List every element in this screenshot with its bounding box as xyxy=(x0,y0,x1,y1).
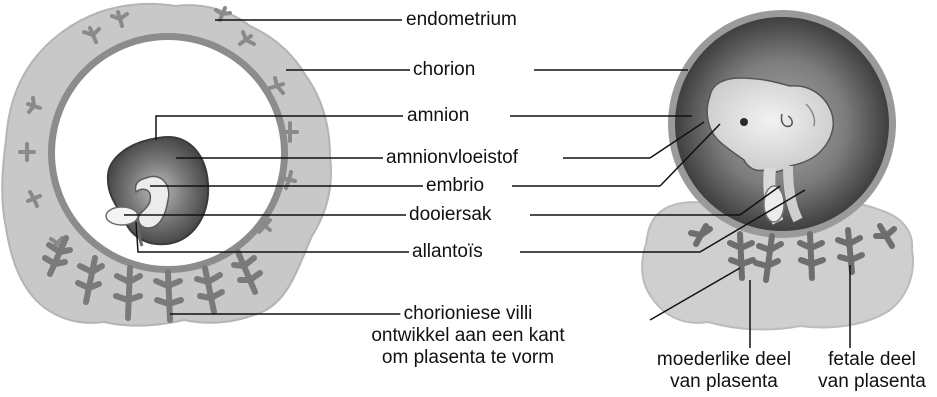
left-yolk-sac xyxy=(106,207,138,225)
label-chorionic-villi-line-2: ontwikkel aan een kant xyxy=(371,325,564,347)
label-fetal-part-line-2: van plasenta xyxy=(818,371,926,393)
left-embryo-figure xyxy=(2,4,331,326)
label-maternal-part-line-1: moederlike deel xyxy=(657,349,791,371)
label-chorionic-villi-line-1: chorioniese villi xyxy=(401,303,536,325)
label-endometrium: endometrium xyxy=(403,9,520,31)
label-maternal-part: moederlike deel van plasenta xyxy=(657,349,791,393)
label-amnion: amnion xyxy=(404,105,472,127)
label-embrio: embrio xyxy=(423,175,487,197)
label-allantois: allantoïs xyxy=(409,241,486,263)
label-amnionvloeistof: amnionvloeistof xyxy=(383,147,521,169)
label-fetal-part-line-1: fetale deel xyxy=(818,349,926,371)
label-chorionic-villi: chorioniese villi ontwikkel aan een kant… xyxy=(371,303,564,369)
right-fetus-figure xyxy=(642,10,913,329)
label-fetal-part: fetale deel van plasenta xyxy=(818,349,926,393)
label-chorion: chorion xyxy=(410,59,478,81)
label-maternal-part-line-2: van plasenta xyxy=(657,371,791,393)
label-chorionic-villi-line-3: om plasenta te vorm xyxy=(371,347,564,369)
label-dooiersak: dooiersak xyxy=(406,204,494,226)
